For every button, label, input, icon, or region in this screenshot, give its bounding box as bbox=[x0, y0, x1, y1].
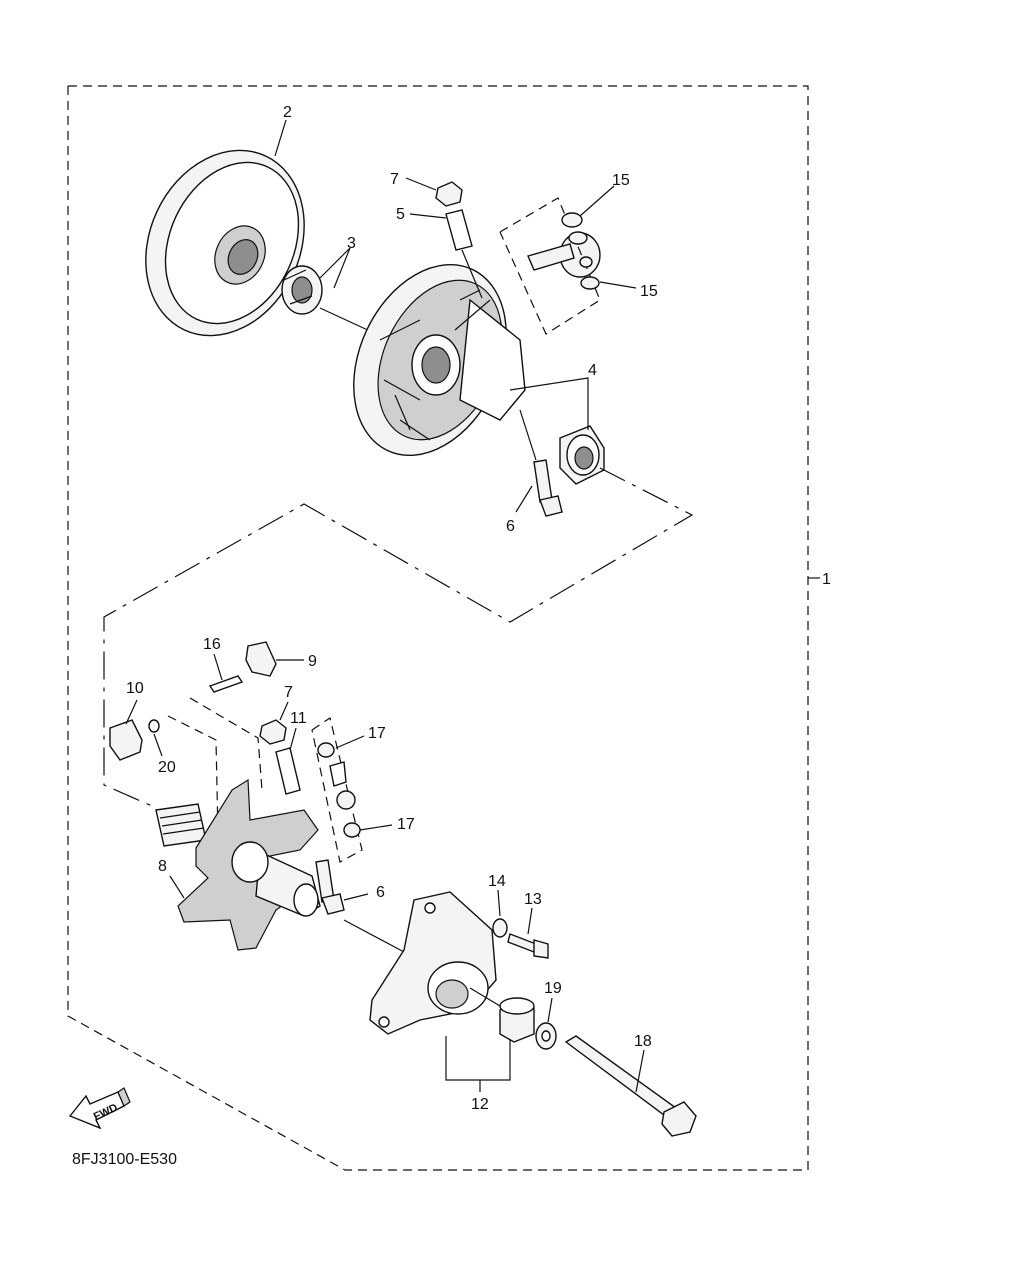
callout-8: 8 bbox=[158, 858, 167, 875]
part-11-pin bbox=[275, 747, 301, 795]
part-18-long-bolt bbox=[564, 1035, 697, 1137]
part-8-spider bbox=[155, 778, 321, 951]
callout-18: 18 bbox=[634, 1033, 652, 1050]
callout-13: 13 bbox=[524, 891, 542, 908]
leader-lines bbox=[125, 119, 645, 1093]
callout-11: 11 bbox=[290, 710, 307, 727]
part-7-cap-lower bbox=[259, 719, 287, 745]
part-2-sheave bbox=[145, 149, 305, 337]
callout-3: 3 bbox=[347, 235, 356, 252]
callout-7-upper: 7 bbox=[390, 171, 399, 188]
callout-17-upper: 17 bbox=[368, 725, 386, 742]
part-13-bolt bbox=[507, 933, 549, 959]
callout-10: 10 bbox=[126, 680, 144, 697]
callout-9: 9 bbox=[308, 653, 317, 670]
callout-2: 2 bbox=[283, 104, 292, 121]
part-14-washer bbox=[492, 918, 508, 938]
callout-19: 19 bbox=[544, 980, 562, 997]
part-16-pin bbox=[208, 675, 244, 693]
part-12-bushing bbox=[499, 997, 535, 1043]
callout-1: 1 bbox=[822, 571, 831, 588]
part-9-slider bbox=[245, 641, 277, 677]
callout-6-upper: 6 bbox=[506, 518, 515, 535]
part-6-bolt-upper bbox=[533, 459, 563, 517]
part-12-cover bbox=[369, 891, 497, 1035]
callout-5: 5 bbox=[396, 206, 405, 223]
part-4-collar bbox=[559, 425, 605, 485]
callout-labels: 1 2 3 4 5 6 6 7 7 8 9 10 11 12 13 14 15 … bbox=[126, 104, 831, 1113]
callout-12: 12 bbox=[471, 1096, 489, 1113]
callout-16: 16 bbox=[203, 636, 221, 653]
callout-17-lower: 17 bbox=[397, 816, 415, 833]
callout-20: 20 bbox=[158, 759, 176, 776]
part-19-washer bbox=[535, 1022, 557, 1050]
callout-14: 14 bbox=[488, 873, 506, 890]
part-6-bolt-lower bbox=[315, 859, 345, 915]
part-3-bushing bbox=[281, 265, 323, 315]
diagram-code: 8FJ3100-E530 bbox=[72, 1151, 177, 1168]
assembly-border bbox=[67, 85, 809, 1171]
part-5-pin bbox=[445, 209, 473, 251]
callout-4: 4 bbox=[588, 362, 597, 379]
part-10-slider bbox=[109, 719, 143, 761]
part-15-rollers bbox=[499, 197, 601, 335]
part-17-rollers bbox=[311, 717, 363, 863]
fwd-arrow-icon: FWD bbox=[68, 1087, 131, 1130]
callout-15-upper: 15 bbox=[612, 172, 630, 189]
callout-6-lower: 6 bbox=[376, 884, 385, 901]
part-20-o-ring bbox=[148, 719, 160, 733]
part-7-cap-top bbox=[435, 181, 463, 207]
callout-7-lower: 7 bbox=[284, 684, 293, 701]
part-4-moveable-sheave bbox=[353, 263, 526, 457]
callout-15-lower: 15 bbox=[640, 283, 658, 300]
